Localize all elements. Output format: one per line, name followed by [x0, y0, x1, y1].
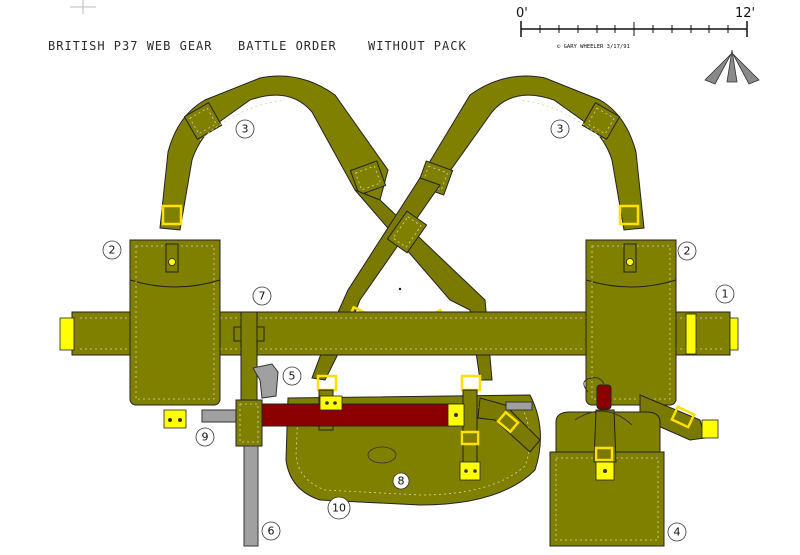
right-strap-buckle	[618, 204, 640, 226]
diagram-subtitle: BATTLE ORDER	[238, 39, 337, 53]
crosshair-icon	[70, 0, 96, 14]
svg-text:7: 7	[259, 290, 266, 303]
tool-helve	[243, 445, 259, 547]
callout-3-left: 3	[235, 119, 255, 139]
callout-2-right: 2	[677, 241, 697, 261]
basic-pouch-left	[129, 239, 221, 429]
callout-4: 4	[667, 522, 687, 542]
haversack-strap-right	[477, 397, 541, 453]
diagram-title: BRITISH P37 WEB GEAR	[48, 39, 213, 53]
left-strap-buckle	[161, 204, 183, 226]
shoulder-strap-left	[159, 75, 389, 231]
tool-head	[252, 363, 279, 399]
svg-text:10: 10	[332, 502, 346, 515]
callout-2-left: 2	[102, 240, 122, 260]
svg-text:5: 5	[289, 370, 296, 383]
callout-9: 9	[195, 427, 215, 447]
callout-7: 7	[252, 286, 272, 306]
scale-start-label: 0'	[516, 6, 528, 21]
scabbard-tip	[505, 401, 533, 411]
bayonet-scabbard	[201, 395, 465, 427]
callout-8: 8	[392, 472, 410, 490]
callout-6: 6	[261, 521, 281, 541]
callout-5: 5	[282, 366, 302, 386]
callout-10: 10	[327, 496, 351, 520]
svg-text:2: 2	[109, 244, 116, 257]
svg-text:4: 4	[674, 526, 681, 539]
svg-text:1: 1	[722, 288, 729, 301]
right-belt-tab	[685, 313, 697, 355]
left-belt-tab	[59, 317, 75, 351]
right-rear-tab	[701, 419, 719, 439]
crossed-braces	[311, 177, 493, 392]
left-pouch-tab	[163, 409, 187, 429]
svg-text:2: 2	[684, 245, 691, 258]
scale-end-label: 12'	[735, 6, 755, 21]
copyright-text: © GARY WHEELER 3/17/91	[557, 44, 630, 50]
arrow-cluster-icon	[704, 49, 760, 85]
callout-1: 1	[715, 284, 735, 304]
belt-end-brass	[729, 317, 739, 351]
water-bottle	[549, 377, 665, 547]
svg-text:6: 6	[268, 525, 275, 538]
scale-bar: 0' 12' © GARY WHEELER 3/17/91	[516, 6, 755, 50]
svg-text:9: 9	[202, 431, 209, 444]
entrenching-tool	[233, 311, 279, 547]
callout-3-right: 3	[550, 119, 570, 139]
shoulder-strap-right	[416, 75, 645, 231]
svg-text:8: 8	[398, 475, 405, 488]
basic-pouch-right	[585, 239, 677, 406]
diagram-note: WITHOUT PACK	[368, 39, 467, 53]
svg-text:3: 3	[242, 123, 249, 136]
svg-text:3: 3	[557, 123, 564, 136]
